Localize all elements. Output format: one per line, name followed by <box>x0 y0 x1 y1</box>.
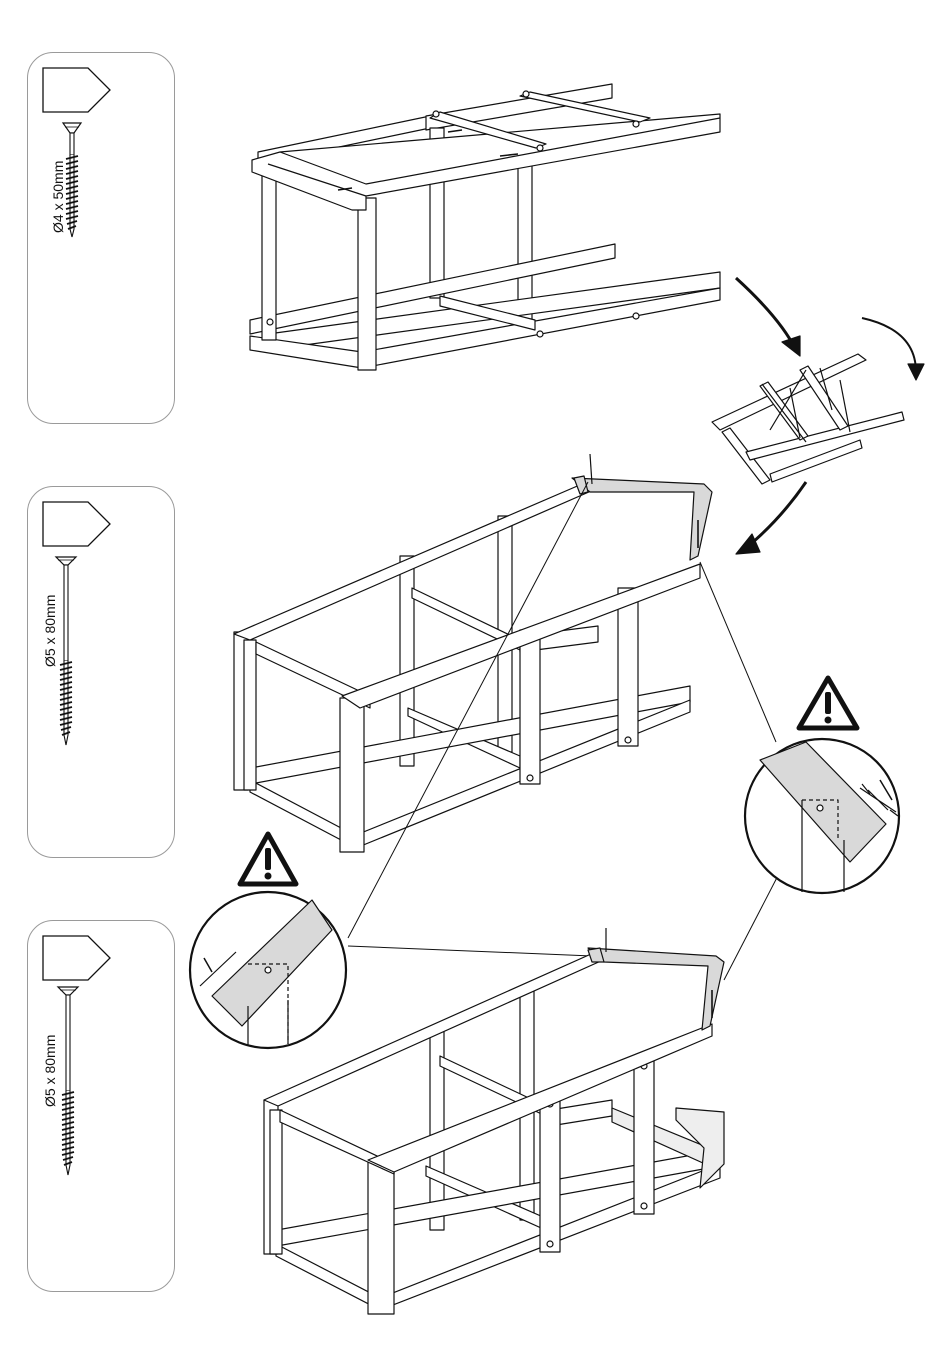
frame-step-2 <box>234 454 712 852</box>
warning-triangle-icon <box>240 834 296 884</box>
detail-circle-left <box>190 892 346 1048</box>
detail-circle-right <box>745 739 899 893</box>
frame-step-1 <box>250 84 720 370</box>
frame-flipped-small <box>712 354 904 484</box>
warning-triangle-icon <box>799 678 857 728</box>
